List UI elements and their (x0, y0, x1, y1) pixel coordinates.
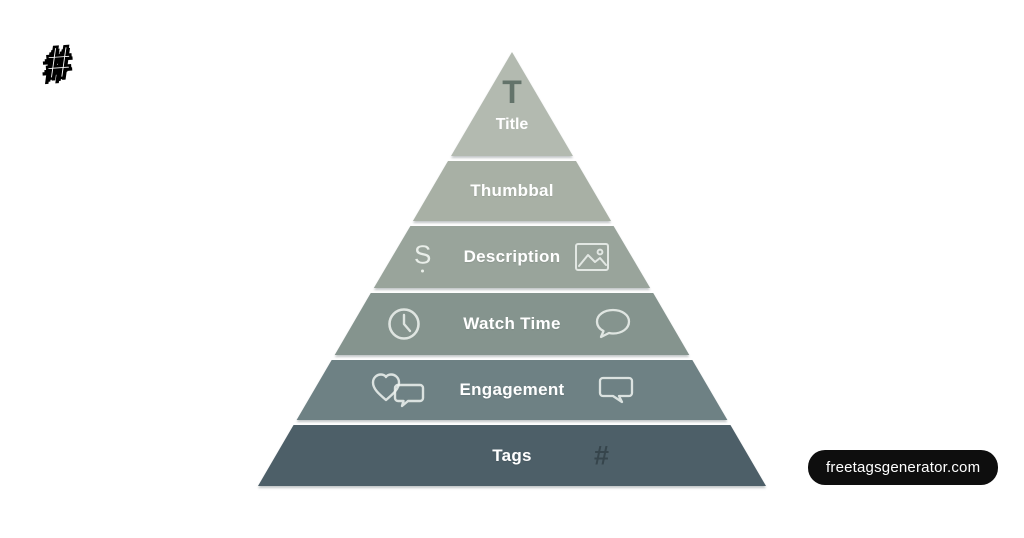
dollar-sign-icon: S (414, 242, 431, 273)
letter-t-icon: T (502, 74, 522, 110)
pyramid-level-title: T Title (258, 52, 766, 156)
pyramid-level-description: S Description (258, 226, 766, 288)
chat-bubble-icon (598, 376, 634, 404)
clock-icon (388, 308, 420, 340)
pyramid-diagram: T Title Thumbbal S Description (258, 52, 766, 486)
pyramid-level-thumbnail: Thumbbal (258, 161, 766, 221)
speech-bubble-icon (595, 308, 631, 339)
level-label: Engagement (459, 380, 565, 399)
level-label: Watch Time (463, 314, 561, 333)
brand-hashtag-logo: # (33, 34, 85, 90)
level-label: Title (495, 116, 529, 133)
pyramid-level-tags: Tags # (258, 425, 766, 486)
hashtag-icon: # (43, 34, 75, 90)
level-label: Description (463, 247, 561, 266)
level-label: Tags (492, 445, 532, 465)
image-icon (575, 243, 609, 271)
site-badge: freetagsgenerator.com (808, 450, 999, 485)
level-label: Thumbbal (470, 181, 554, 200)
pyramid-level-engagement: Engagement (258, 360, 766, 420)
site-badge-text: freetagsgenerator.com (826, 459, 981, 476)
pyramid-level-watch-time: Watch Time (258, 293, 766, 355)
hashtag-icon: # (594, 440, 610, 470)
heart-chat-icon (371, 373, 425, 408)
